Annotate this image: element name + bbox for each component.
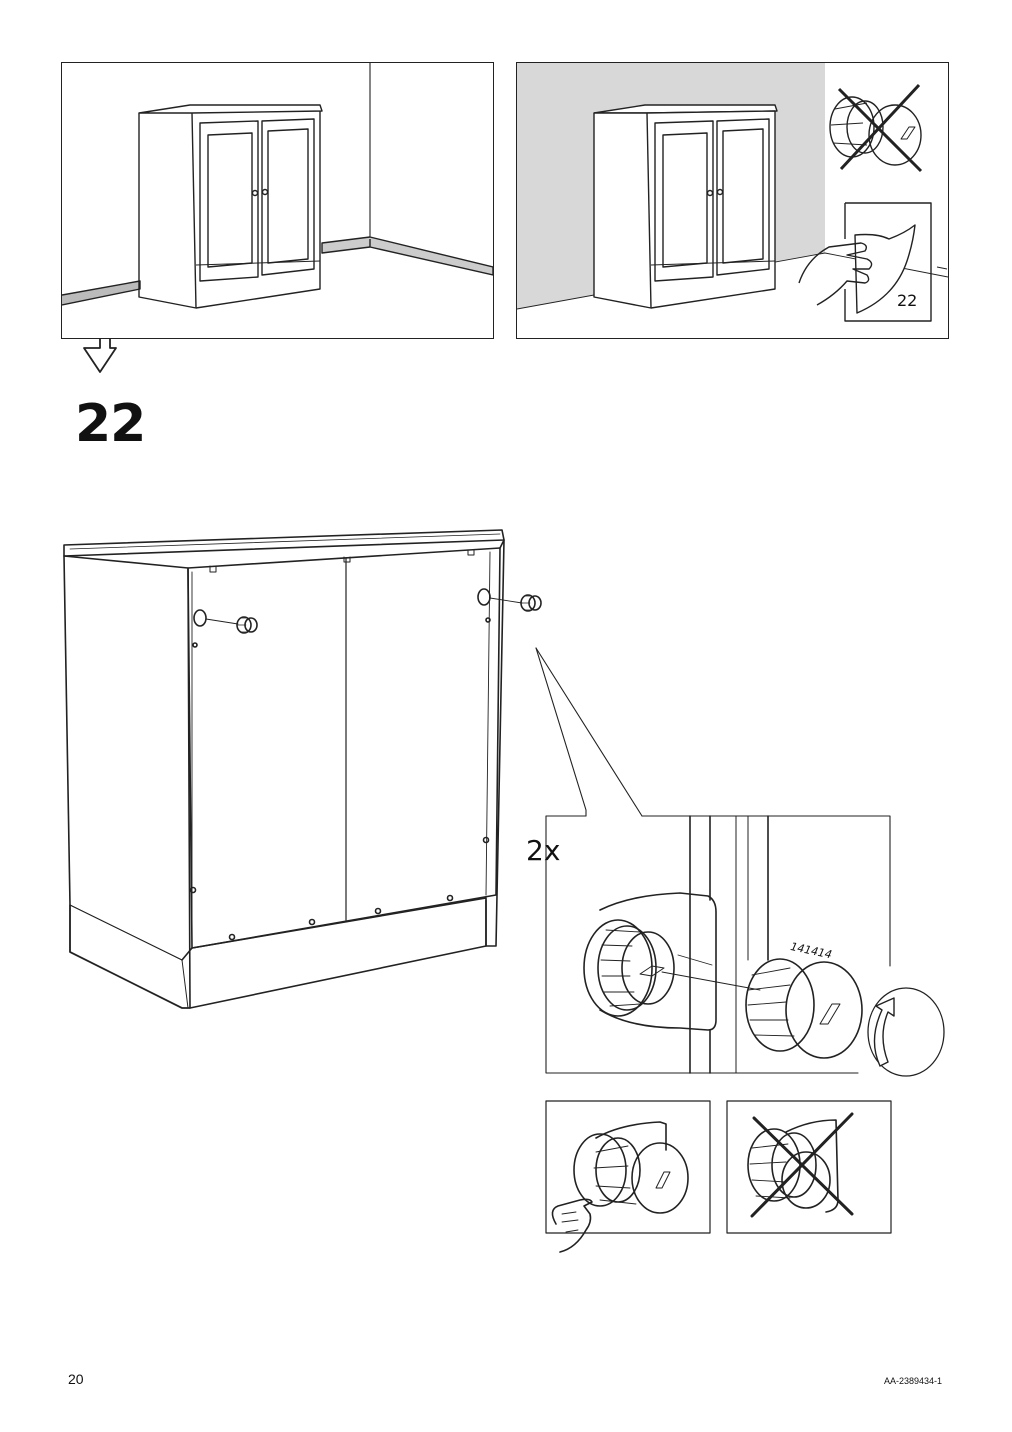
sticker-icon (844, 202, 932, 322)
knob-correct-illustration (551, 1121, 689, 1253)
zoom-callout-lines (535, 647, 891, 1074)
document-code: AA-2389434-1 (884, 1376, 943, 1386)
panel-incorrect (726, 1100, 892, 1234)
panel-cabinet-shaded-wall (516, 62, 949, 339)
cross-out-icon (750, 1112, 854, 1218)
rotate-arrow-icon (867, 987, 945, 1077)
hand-icon (798, 242, 873, 306)
knob-icon-left (236, 616, 258, 634)
cabinet-icon (593, 104, 778, 309)
knob-icon (829, 96, 922, 166)
page-number: 20 (68, 1371, 84, 1387)
cabinet-back-illustration (63, 529, 542, 1009)
sticker-number: 22 (897, 291, 918, 310)
panel-correct (545, 1100, 711, 1234)
knob-detail-illustration (583, 815, 945, 1077)
cross-out-icon (837, 83, 923, 173)
hand-icon (551, 1198, 593, 1253)
quantity-label: 2x (526, 834, 561, 867)
knob-icon-right (520, 594, 542, 612)
panel-cabinet-wall (61, 62, 494, 339)
cabinet-icon (138, 104, 323, 309)
knob-incorrect-illustration (747, 1112, 854, 1218)
step-number: 22 (75, 394, 146, 454)
